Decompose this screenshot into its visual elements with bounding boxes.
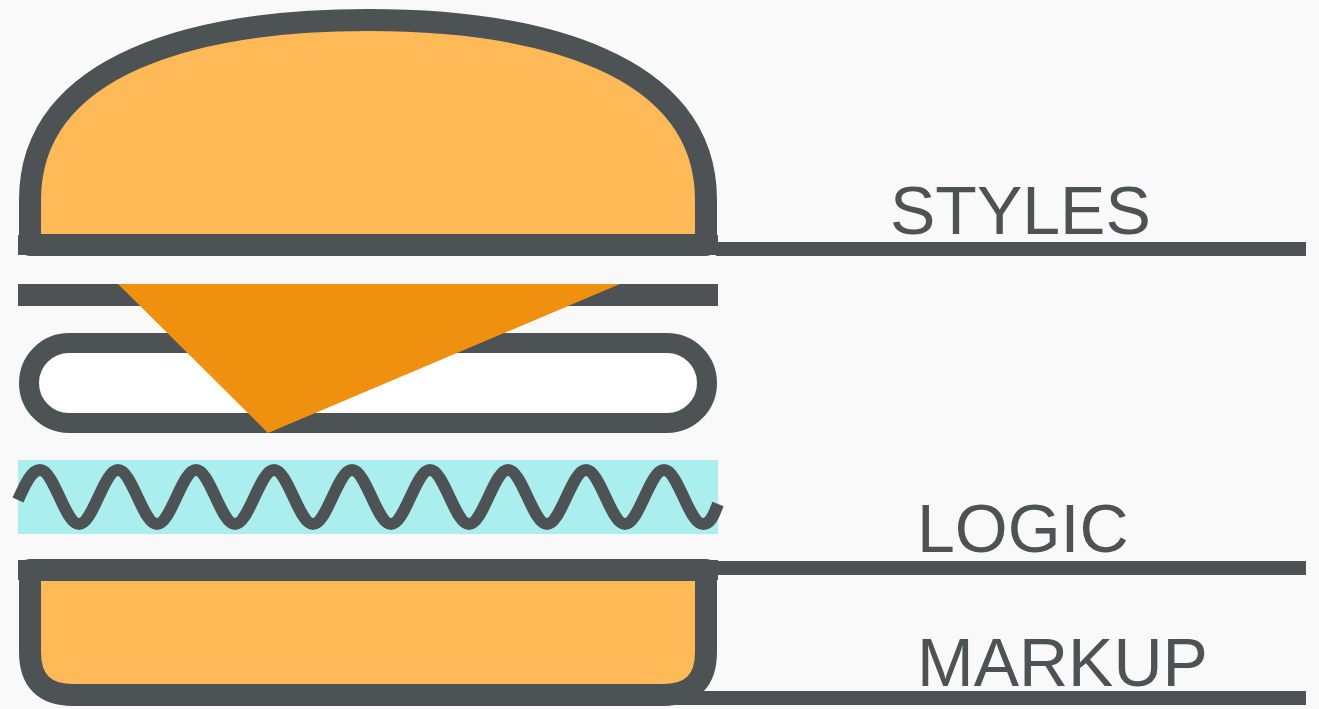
layer-label: MARKUP bbox=[917, 628, 1208, 696]
layer-label: LOGIC bbox=[917, 494, 1129, 562]
bottom-bun bbox=[30, 570, 706, 695]
leader-line bbox=[716, 561, 1306, 575]
top-bun bbox=[30, 20, 706, 245]
cheese-slice bbox=[118, 284, 620, 433]
top-bun-base bbox=[18, 235, 718, 255]
lettuce-wave bbox=[18, 470, 718, 524]
layer-label: STYLES bbox=[890, 176, 1151, 244]
leader-line bbox=[716, 242, 1306, 256]
lettuce-band bbox=[18, 460, 718, 534]
bottom-bun-top bbox=[18, 560, 718, 580]
